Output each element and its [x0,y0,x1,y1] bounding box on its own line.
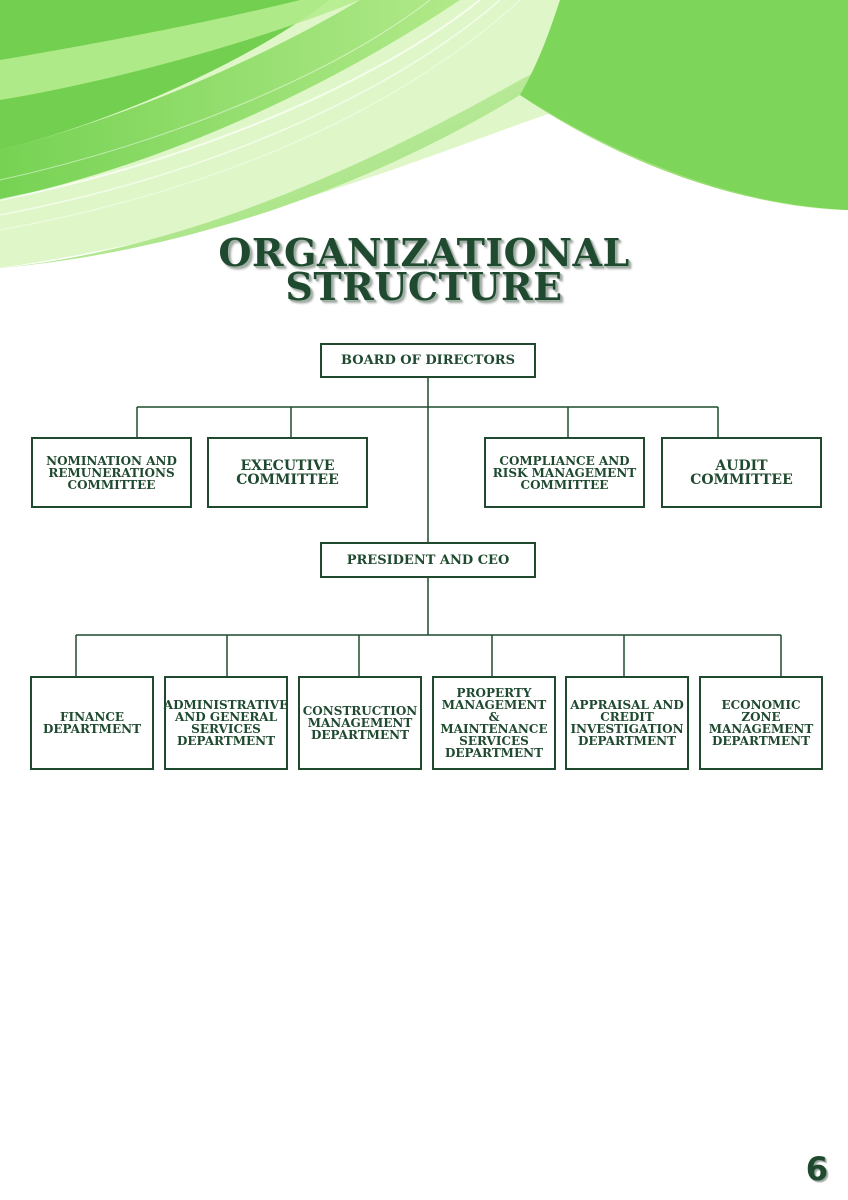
department-label: APPRAISAL AND CREDIT INVESTIGATION DEPAR… [570,698,684,748]
department-label: ADMINISTRATIVE AND GENERAL SERVICES DEPA… [163,698,289,748]
department-label: CONSTRUCTION MANAGEMENT DEPARTMENT [302,704,418,742]
committee-box-audit: AUDIT COMMITTEE [661,437,822,508]
committee-label: NOMINATION AND REMUNERATIONS COMMITTEE [46,453,177,492]
department-box-economic-zone: ECONOMIC ZONE MANAGEMENT DEPARTMENT [699,676,823,770]
page-title-line-1: ORGANIZATIONAL [218,230,630,275]
page-number: 6 [805,1150,828,1188]
committee-box-nomination: NOMINATION AND REMUNERATIONS COMMITTEE [31,437,192,508]
committee-label: AUDIT COMMITTEE [690,457,793,488]
department-box-finance: FINANCE DEPARTMENT [30,676,154,770]
ceo-label: PRESIDENT AND CEO [346,552,510,568]
department-box-appraisal: APPRAISAL AND CREDIT INVESTIGATION DEPAR… [565,676,689,770]
green-wave-background [0,0,848,268]
department-label: ECONOMIC ZONE MANAGEMENT DEPARTMENT [708,698,814,748]
committee-box-compliance: COMPLIANCE AND RISK MANAGEMENT COMMITTEE [484,437,645,508]
committee-label: COMPLIANCE AND RISK MANAGEMENT COMMITTEE [492,453,637,492]
committee-box-executive: EXECUTIVE COMMITTEE [207,437,368,508]
president-ceo-box: PRESIDENT AND CEO [320,542,536,578]
board-label: BOARD OF DIRECTORS [341,353,515,368]
department-label: PROPERTY MANAGEMENT & MAINTENANCE SERVIC… [440,686,548,760]
page-title-line-2: STRUCTURE [285,264,563,309]
board-of-directors-box: BOARD OF DIRECTORS [320,343,536,378]
committee-label: EXECUTIVE COMMITTEE [236,457,339,488]
department-box-construction: CONSTRUCTION MANAGEMENT DEPARTMENT [298,676,422,770]
department-box-administrative: ADMINISTRATIVE AND GENERAL SERVICES DEPA… [164,676,288,770]
department-label: FINANCE DEPARTMENT [42,710,142,736]
department-box-property: PROPERTY MANAGEMENT & MAINTENANCE SERVIC… [432,676,556,770]
